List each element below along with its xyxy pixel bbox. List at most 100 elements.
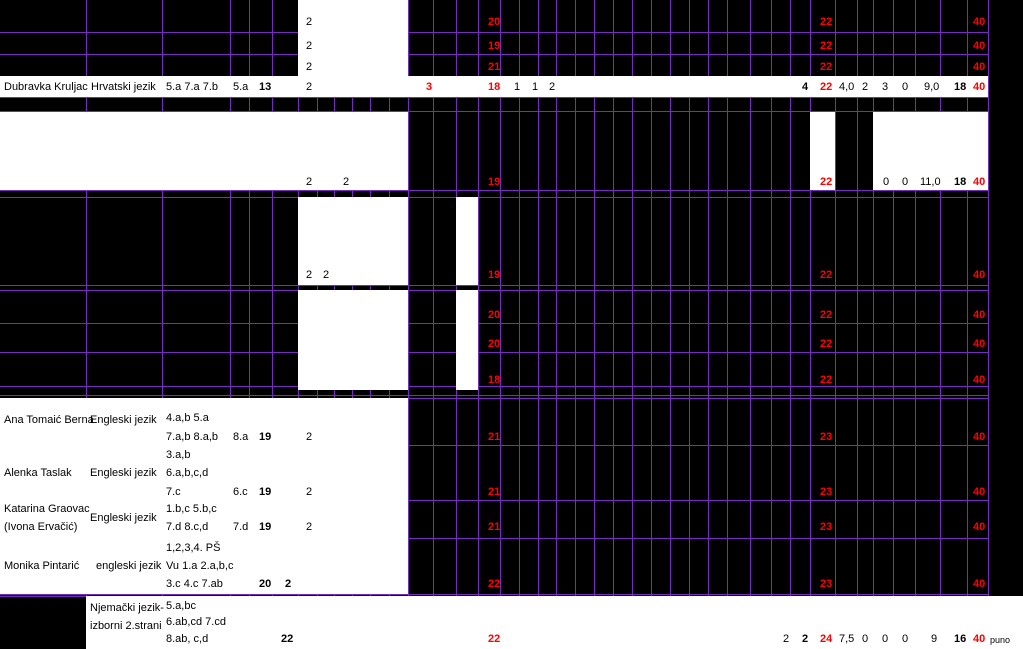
cell: 23 [820,521,833,533]
cell: 18 [488,81,501,93]
teacher-name: Katarina Graovac [4,503,90,515]
teacher-name: Ana Tomaić Berna [4,414,94,426]
cell: 22 [820,374,833,386]
cell: 22 [820,309,833,321]
hours: 19 [259,431,272,443]
note: puno [990,635,1011,645]
row-box [0,398,408,594]
classes: 1.b,c 5.b,c [166,503,217,515]
cell: 2 [306,16,313,28]
cell: 40 [973,269,986,281]
cell: 2 [306,81,313,93]
cell: 9 [931,633,938,645]
cell: 40 [973,578,986,590]
teacher-name: (Ivona Ervačić) [4,521,78,533]
cell: 0 [883,176,890,188]
cell: 40 [973,81,986,93]
cell: 22 [820,176,833,188]
cell: 2 [783,633,790,645]
cell: 40 [973,40,986,52]
classes: 5.a 7.a 7.b [166,81,218,93]
cell: 40 [973,486,986,498]
row-box [0,76,988,97]
subject: Njemački jezik- [90,602,164,614]
cell-box [298,290,408,390]
cell: 2 [285,578,292,590]
cell: 40 [973,431,986,443]
cell: 2 [802,633,809,645]
cell: 20 [488,338,501,350]
cell-box [298,0,408,90]
cell: 0 [902,633,909,645]
cell: 0 [902,81,909,93]
cell-box [810,112,835,190]
subject: Engleski jezik [90,512,157,524]
classes: 5.a,bc [166,600,196,612]
cell: 2 [306,431,313,443]
class-teacher: 7.d [233,521,249,533]
cell: 2 [862,81,869,93]
classes: 4.a,b 5.a [166,412,209,424]
cell: 18 [954,81,967,93]
cell: 21 [488,486,501,498]
note-box [988,596,1023,649]
cell: 2 [306,176,313,188]
subject: Engleski jezik [90,414,157,426]
cell: 40 [973,633,986,645]
cell: 20 [488,16,501,28]
cell: 22 [820,338,833,350]
classes: 6.a,b,c,d [166,467,209,479]
cell: 2 [306,40,313,52]
classes: Vu 1.a 2.a,b,c [166,560,234,572]
cell: 40 [973,16,986,28]
cell: 21 [488,521,501,533]
classes: 7.c [166,486,181,498]
cell: 23 [820,486,833,498]
cell: 1 [532,81,539,93]
cell: 18 [954,176,967,188]
cell: 3 [426,81,433,93]
cell-box [298,197,408,285]
classes: 8.ab, c,d [166,633,209,645]
cell: 40 [973,176,986,188]
class-teacher: 6.c [233,486,248,498]
cell: 7,5 [839,633,855,645]
cell: 0 [902,176,909,188]
cell: 22 [820,16,833,28]
teacher-name: Dubravka Kruljac [4,81,88,93]
classes: 1,2,3,4. PŠ [166,542,221,554]
cell: 18 [488,374,501,386]
cell: 22 [488,633,501,645]
classes: 7.a,b 8.a,b [166,431,218,443]
cell: 3 [882,81,889,93]
teacher-name: Monika Pintarić [4,560,80,572]
cell: 22 [820,61,833,73]
subject: Hrvatski jezik [91,81,156,93]
cell: 1 [514,81,521,93]
hours: 19 [259,521,272,533]
hours: 22 [281,633,294,645]
cell: 9,0 [924,81,940,93]
cell: 19 [488,40,501,52]
cell: 22 [820,269,833,281]
row-box [86,596,988,649]
row-box [0,112,408,190]
teacher-name: Alenka Taslak [4,467,72,479]
hours: 20 [259,578,272,590]
classes: 3.a,b [166,449,191,461]
cell-box [456,290,478,390]
cell: 2 [549,81,556,93]
cell: 16 [954,633,967,645]
cell: 40 [973,374,986,386]
classes: 6.ab,cd 7.cd [166,616,226,628]
cell: 24 [820,633,833,645]
cell: 40 [973,521,986,533]
cell: 23 [820,431,833,443]
classes: 7.d 8.c,d [166,521,209,533]
hours: 13 [259,81,272,93]
cell: 2 [343,176,350,188]
cell: 40 [973,338,986,350]
cell: 2 [306,486,313,498]
class-teacher: 8.a [233,431,249,443]
